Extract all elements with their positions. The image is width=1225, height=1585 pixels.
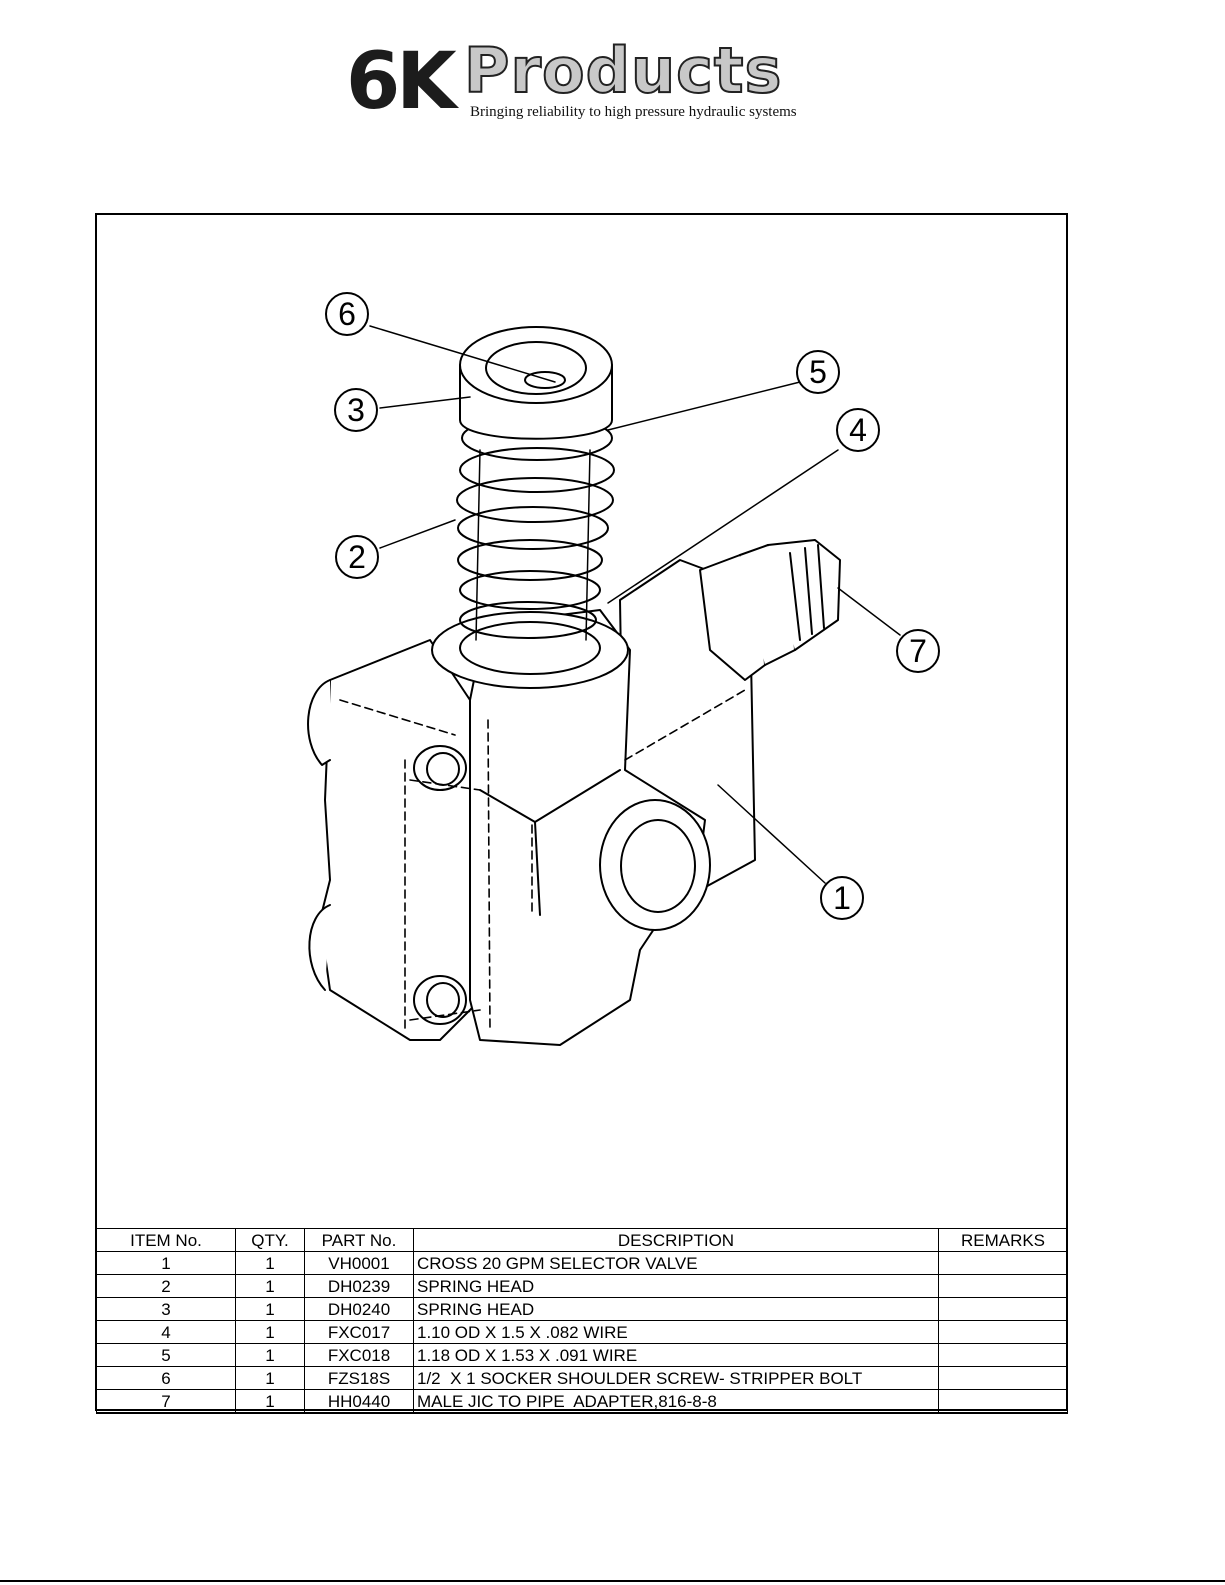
pipe-adapter-part (699, 539, 841, 681)
callout-label-5: 5 (809, 354, 827, 390)
cell-description: 1.10 OD X 1.5 X .082 WIRE (413, 1320, 939, 1344)
callout-6 (325, 292, 369, 336)
header-item-no: ITEM No. (96, 1228, 236, 1252)
cell-remarks (938, 1389, 1068, 1414)
callout-7 (896, 629, 940, 673)
callout-label-2: 2 (348, 539, 366, 575)
cell-item: 6 (96, 1366, 236, 1390)
cell-qty: 1 (235, 1343, 305, 1367)
cell-remarks (938, 1251, 1068, 1275)
header-remarks: REMARKS (938, 1228, 1068, 1252)
callout-5 (796, 350, 840, 394)
callout-balloons (325, 292, 940, 920)
table-row: 5 1 FXC018 1.18 OD X 1.53 X .091 WIRE (96, 1343, 1068, 1367)
cell-qty: 1 (235, 1297, 305, 1321)
table-row: 7 1 HH0440 MALE JIC TO PIPE ADAPTER,816-… (96, 1389, 1068, 1414)
valve-body-part (307, 559, 756, 1046)
cell-qty: 1 (235, 1320, 305, 1344)
cell-description: 1/2 X 1 SOCKER SHOULDER SCREW- STRIPPER … (413, 1366, 939, 1390)
table-row: 3 1 DH0240 SPRING HEAD (96, 1297, 1068, 1321)
cell-item: 7 (96, 1389, 236, 1414)
hidden-lines (339, 689, 746, 1031)
logo-tagline: Bringing reliability to high pressure hy… (470, 104, 797, 120)
cell-part: DH0240 (304, 1297, 414, 1321)
cell-description: SPRING HEAD (413, 1274, 939, 1298)
cell-description: MALE JIC TO PIPE ADAPTER,816-8-8 (413, 1389, 939, 1414)
cell-description: SPRING HEAD (413, 1297, 939, 1321)
table-row: 1 1 VH0001 CROSS 20 GPM SELECTOR VALVE (96, 1251, 1068, 1275)
cell-remarks (938, 1320, 1068, 1344)
header-qty: QTY. (235, 1228, 305, 1252)
leader-lines (369, 325, 901, 884)
springs-part (456, 415, 615, 641)
callout-label-4: 4 (849, 412, 867, 448)
table-header-row: ITEM No. QTY. PART No. DESCRIPTION REMAR… (96, 1228, 1068, 1252)
cell-qty: 1 (235, 1251, 305, 1275)
logo-name: Products (463, 34, 783, 107)
cell-description: CROSS 20 GPM SELECTOR VALVE (413, 1251, 939, 1275)
cell-part: DH0239 (304, 1274, 414, 1298)
header-part-no: PART No. (304, 1228, 414, 1252)
spring-head-part (459, 326, 613, 440)
cell-item: 2 (96, 1274, 236, 1298)
cell-part: FZS18S (304, 1366, 414, 1390)
cell-qty: 1 (235, 1366, 305, 1390)
cell-qty: 1 (235, 1389, 305, 1414)
page-bottom-rule (0, 1580, 1225, 1582)
cell-item: 3 (96, 1297, 236, 1321)
callout-label-1: 1 (833, 880, 851, 916)
logo-mark: 6K (346, 37, 457, 127)
cell-remarks (938, 1297, 1068, 1321)
cell-description: 1.18 OD X 1.53 X .091 WIRE (413, 1343, 939, 1367)
callout-label-6: 6 (338, 296, 356, 332)
callout-2 (335, 535, 379, 579)
cell-item: 5 (96, 1343, 236, 1367)
cell-qty: 1 (235, 1274, 305, 1298)
callout-label-3: 3 (347, 392, 365, 428)
cell-part: VH0001 (304, 1251, 414, 1275)
cell-remarks (938, 1366, 1068, 1390)
cell-part: HH0440 (304, 1389, 414, 1414)
table-row: 6 1 FZS18S 1/2 X 1 SOCKER SHOULDER SCREW… (96, 1366, 1068, 1390)
table-row: 4 1 FXC017 1.10 OD X 1.5 X .082 WIRE (96, 1320, 1068, 1344)
company-logo: 6K Products Bringing reliability to high… (346, 34, 846, 140)
valve-assembly-drawing: 6 3 5 4 2 7 1 (307, 292, 940, 1046)
cell-item: 4 (96, 1320, 236, 1344)
cell-part: FXC018 (304, 1343, 414, 1367)
callout-label-7: 7 (909, 633, 927, 669)
header-description: DESCRIPTION (413, 1228, 939, 1252)
cell-remarks (938, 1343, 1068, 1367)
cell-part: FXC017 (304, 1320, 414, 1344)
callout-1 (820, 876, 864, 920)
callout-4 (836, 408, 880, 452)
table-row: 2 1 DH0239 SPRING HEAD (96, 1274, 1068, 1298)
cell-item: 1 (96, 1251, 236, 1275)
cell-remarks (938, 1274, 1068, 1298)
bill-of-materials-table: ITEM No. QTY. PART No. DESCRIPTION REMAR… (96, 1228, 1068, 1414)
callout-3 (334, 388, 378, 432)
